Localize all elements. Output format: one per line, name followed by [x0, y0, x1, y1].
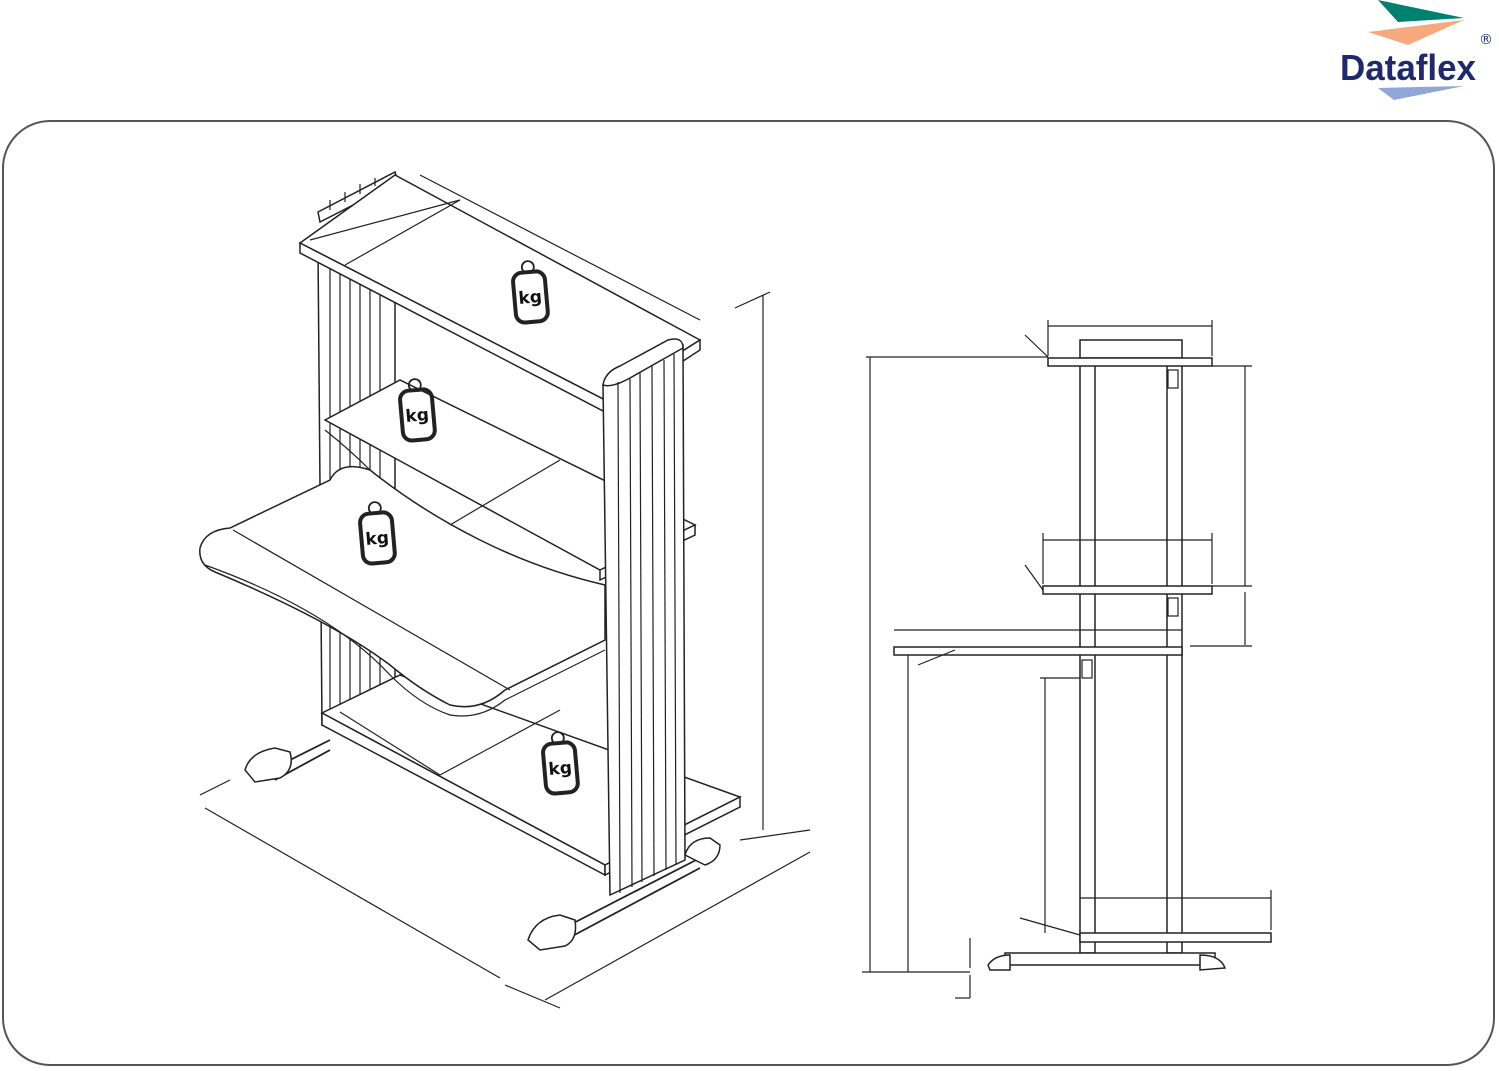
dataflex-logo: Dataflex ®: [1340, 0, 1493, 100]
side-view: [862, 320, 1272, 999]
svg-text:kg: kg: [548, 758, 573, 780]
weight-icon: kg: [398, 378, 437, 443]
svg-text:kg: kg: [518, 287, 543, 309]
svg-text:kg: kg: [405, 405, 430, 427]
svg-text:kg: kg: [365, 528, 390, 550]
drawing-frame: [2, 120, 1495, 1066]
weight-icon: kg: [541, 731, 580, 796]
logo-text: Dataflex: [1340, 47, 1476, 88]
isometric-view: kg kg kg kg: [199, 170, 811, 1009]
weight-icon: kg: [511, 260, 550, 325]
weight-icon: kg: [358, 501, 397, 566]
registered-mark: ®: [1479, 32, 1493, 48]
